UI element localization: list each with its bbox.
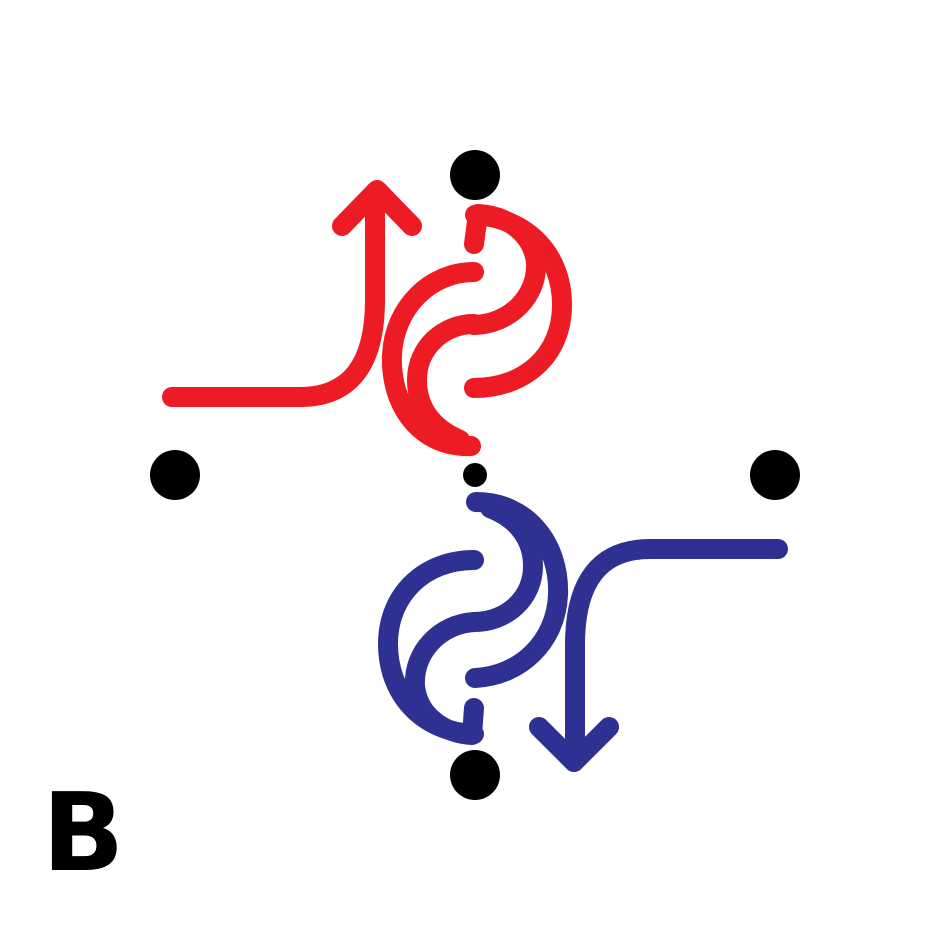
nodes-group — [150, 150, 800, 800]
right-node — [750, 450, 800, 500]
upper-path-tail — [162, 182, 385, 407]
bottom-node — [450, 750, 500, 800]
upper-swirl-outer-left — [381, 262, 484, 457]
top-node — [450, 150, 500, 200]
upper-swirl-inner-left — [407, 314, 484, 450]
center-node — [463, 463, 487, 487]
left-node — [150, 450, 200, 500]
lower-arrow-head — [529, 717, 619, 772]
lower-path-group — [378, 492, 788, 772]
lower-path-tail — [565, 539, 788, 770]
upper-swirl-inner-right — [464, 204, 547, 335]
upper-arrow-head — [332, 180, 422, 236]
panel-label: B — [42, 771, 125, 896]
lower-swirl-inner-left — [404, 612, 484, 745]
upper-path-group — [162, 180, 572, 457]
lower-swirl-inner-right — [464, 498, 543, 632]
